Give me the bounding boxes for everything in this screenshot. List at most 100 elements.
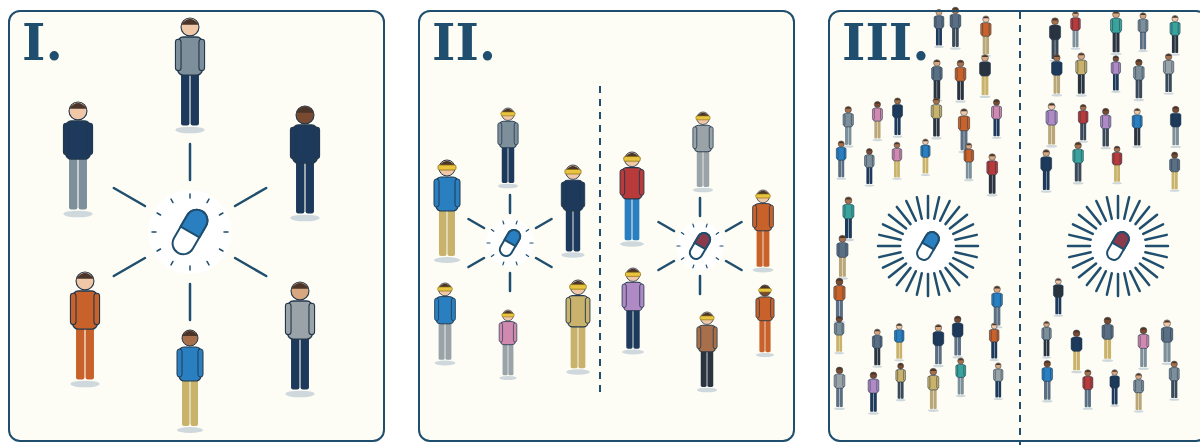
arm bbox=[937, 376, 939, 388]
blindfold bbox=[438, 287, 452, 291]
shadow bbox=[1138, 50, 1148, 52]
arm bbox=[872, 109, 874, 120]
torso bbox=[1043, 327, 1051, 339]
arm bbox=[1132, 116, 1134, 127]
arm bbox=[933, 332, 935, 344]
arm bbox=[988, 63, 990, 75]
sparkle-ray bbox=[1145, 252, 1166, 257]
person-figure bbox=[1111, 56, 1120, 93]
person-figure bbox=[992, 99, 1002, 139]
spoke-line bbox=[235, 258, 266, 276]
person-figure bbox=[992, 286, 1003, 328]
arm bbox=[843, 205, 845, 217]
hair bbox=[836, 279, 843, 281]
head bbox=[626, 268, 639, 281]
arm bbox=[994, 370, 996, 380]
sparkle-ray bbox=[526, 255, 528, 257]
blindfold bbox=[502, 313, 514, 316]
person-figure bbox=[63, 102, 92, 217]
sparkle-ray bbox=[207, 261, 209, 264]
leg bbox=[898, 380, 901, 399]
leg bbox=[935, 344, 938, 365]
person-figure bbox=[1138, 327, 1149, 370]
shadow bbox=[868, 412, 879, 414]
leg bbox=[1139, 391, 1142, 410]
divider-line bbox=[1019, 12, 1021, 445]
leg bbox=[703, 148, 709, 187]
blindfold bbox=[759, 289, 772, 293]
sparkle-ray bbox=[1107, 273, 1112, 294]
pill-body bbox=[498, 228, 523, 259]
leg bbox=[578, 322, 585, 368]
sparkle-ray bbox=[1107, 197, 1112, 218]
person-figure bbox=[834, 316, 844, 354]
head bbox=[954, 316, 961, 323]
shadow bbox=[753, 268, 774, 273]
torso bbox=[1079, 111, 1087, 124]
hair bbox=[961, 109, 968, 111]
arm bbox=[1171, 328, 1173, 340]
blindfold bbox=[700, 316, 714, 320]
sparkle-ray bbox=[956, 245, 978, 248]
leg bbox=[930, 388, 933, 409]
leg bbox=[997, 305, 1000, 326]
shadow bbox=[994, 398, 1003, 400]
head bbox=[866, 149, 872, 155]
person-figure bbox=[1046, 103, 1057, 148]
arm bbox=[942, 332, 944, 344]
leg bbox=[898, 116, 901, 135]
leg bbox=[937, 78, 940, 98]
head bbox=[757, 190, 770, 203]
arm bbox=[1142, 67, 1144, 78]
arm bbox=[1073, 150, 1075, 162]
person-figure bbox=[1169, 361, 1179, 401]
arm bbox=[836, 148, 838, 159]
sparkle-ray bbox=[1096, 271, 1106, 291]
torso bbox=[1170, 159, 1178, 172]
pill-half bbox=[181, 206, 212, 238]
pill-half bbox=[922, 230, 941, 250]
panel-ground bbox=[418, 10, 795, 442]
person-figure bbox=[290, 106, 319, 221]
arm bbox=[961, 324, 963, 336]
leg bbox=[757, 227, 763, 267]
head bbox=[935, 325, 942, 332]
sparkle-ray bbox=[1069, 252, 1090, 257]
leg bbox=[1103, 127, 1106, 147]
person-figure bbox=[620, 152, 644, 247]
hair bbox=[991, 323, 997, 325]
leg bbox=[759, 317, 764, 352]
hair bbox=[954, 317, 961, 319]
shadow bbox=[693, 188, 713, 193]
leg bbox=[1057, 73, 1060, 93]
sparkle-ray bbox=[883, 258, 903, 268]
person-figure bbox=[1110, 370, 1119, 407]
leg bbox=[961, 129, 964, 151]
arm bbox=[967, 117, 969, 129]
person-figure bbox=[1132, 108, 1142, 148]
arm bbox=[900, 149, 902, 159]
head bbox=[1103, 108, 1109, 114]
arm bbox=[622, 284, 626, 308]
arm bbox=[964, 68, 966, 80]
torso bbox=[1164, 60, 1173, 74]
leg bbox=[874, 346, 877, 365]
shadow bbox=[1083, 408, 1093, 410]
sparkle-ray bbox=[953, 224, 973, 234]
leg bbox=[625, 194, 632, 240]
panel-box: III. bbox=[828, 10, 1200, 442]
head bbox=[701, 312, 713, 324]
leg bbox=[840, 386, 843, 407]
leg bbox=[1047, 379, 1050, 399]
torso bbox=[990, 329, 998, 342]
arm bbox=[964, 365, 966, 376]
arm bbox=[1120, 153, 1122, 163]
head bbox=[1073, 330, 1080, 337]
leg bbox=[76, 324, 84, 380]
torso bbox=[1054, 285, 1062, 298]
shadow bbox=[1102, 359, 1113, 362]
shadow bbox=[1134, 99, 1145, 101]
hair bbox=[76, 273, 94, 279]
hair bbox=[1055, 279, 1061, 281]
person-figure bbox=[964, 143, 974, 181]
